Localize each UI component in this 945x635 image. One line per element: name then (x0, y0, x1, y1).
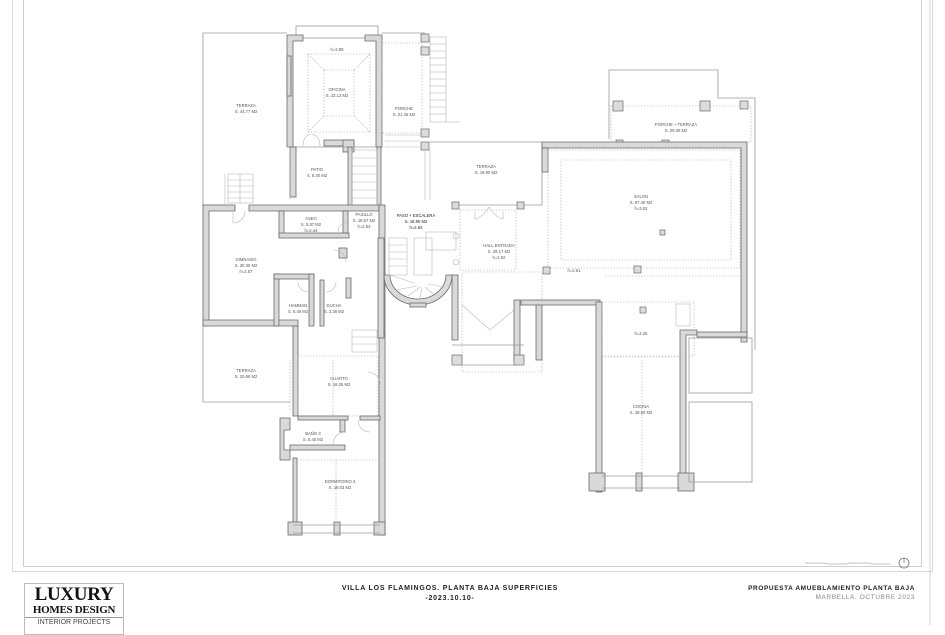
title-block-right: PROPUESTA AMUEBLAMIENTO PLANTA BAJA MARB… (665, 584, 915, 602)
svg-text:S. 39.50 M2: S. 39.50 M2 (630, 410, 653, 415)
svg-text:h=2.44: h=2.44 (305, 228, 319, 233)
room-labels: TERRAZA S. 44.77 M2 h=2.98 OFICINA S. 23… (235, 47, 698, 490)
drawing-frame-inner (23, 0, 922, 567)
svg-text:CUARTO: CUARTO (330, 376, 348, 381)
svg-text:S. 29.17 M2: S. 29.17 M2 (488, 249, 511, 254)
sheet-title: PROPUESTA AMUEBLAMIENTO PLANTA BAJA (748, 585, 915, 592)
title-block-center: VILLA LOS FLAMINGOS. PLANTA BAJA SUPERFI… (300, 584, 600, 604)
svg-text:S. 21.45 M2: S. 21.45 M2 (393, 112, 416, 117)
cocina-area (588, 301, 753, 493)
location-date: MARBELLA. OCTUBRE 2023 (815, 594, 915, 601)
svg-text:DORMITORIO 3: DORMITORIO 3 (325, 479, 356, 484)
terraza-west-outline (202, 32, 287, 206)
svg-text:S. 44.77 M2: S. 44.77 M2 (235, 109, 258, 114)
svg-text:S. 23.13 M2: S. 23.13 M2 (326, 93, 349, 98)
svg-text:S. 18.03 M2: S. 18.03 M2 (329, 485, 352, 490)
drawing-frame-outer (12, 0, 933, 572)
svg-text:S. 97.40 M2: S. 97.40 M2 (630, 200, 653, 205)
svg-text:S. 18.90 M2: S. 18.90 M2 (405, 219, 428, 224)
svg-text:h=2.92: h=2.92 (493, 255, 507, 260)
svg-text:TERRAZA: TERRAZA (476, 164, 496, 169)
svg-text:S. 16.35 M2: S. 16.35 M2 (328, 382, 351, 387)
svg-text:h=2.98: h=2.98 (331, 47, 345, 52)
logo-line-3: INTERIOR PROJECTS (25, 617, 123, 627)
terraza-hall (430, 141, 543, 373)
svg-text:HAMMAN: HAMMAN (289, 303, 308, 308)
svg-text:BAÑO 3: BAÑO 3 (305, 431, 321, 436)
salon-area (520, 69, 756, 350)
bedroom-wing (279, 355, 386, 536)
svg-text:S. 29.30 M2: S. 29.30 M2 (665, 128, 688, 133)
porche-north (381, 32, 460, 151)
svg-text:S. 5.40 M2: S. 5.40 M2 (303, 437, 324, 442)
svg-text:TERRAZA: TERRAZA (236, 103, 256, 108)
drawing-date: -2023.10.10- (425, 595, 475, 602)
logo-line-2: HOMES DESIGN (32, 604, 116, 616)
svg-text:h=2.25: h=2.25 (635, 331, 649, 336)
svg-text:TERRAZA: TERRAZA (236, 368, 256, 373)
doors-west (232, 210, 381, 385)
svg-text:S. 8.40 M2: S. 8.40 M2 (307, 173, 328, 178)
company-logo: LUXURY HOMES DESIGN INTERIOR PROJECTS (24, 583, 124, 635)
svg-text:HALL ENTRADA: HALL ENTRADA (483, 243, 515, 248)
svg-text:PORCHE + TERRAZA: PORCHE + TERRAZA (655, 122, 697, 127)
svg-text:PORCHE: PORCHE (395, 106, 413, 111)
spiral-staircase (377, 231, 460, 341)
svg-text:h=2.57: h=2.57 (240, 269, 254, 274)
svg-text:COCINA: COCINA (633, 404, 649, 409)
svg-text:DUCHA: DUCHA (327, 303, 342, 308)
svg-text:h=2.51: h=2.51 (568, 268, 582, 273)
svg-text:S. 2.28 M2: S. 2.28 M2 (324, 309, 345, 314)
svg-text:GIMNASIO: GIMNASIO (236, 257, 258, 262)
svg-text:OFICINA: OFICINA (329, 87, 346, 92)
svg-text:S. 20.66 M2: S. 20.66 M2 (235, 374, 258, 379)
logo-line-1: LUXURY (34, 584, 114, 605)
svg-text:ASEO: ASEO (305, 216, 317, 221)
svg-text:h=2.53: h=2.53 (358, 224, 372, 229)
svg-text:S. 30.30 M2: S. 30.30 M2 (235, 263, 258, 268)
svg-text:h=3.02: h=3.02 (635, 206, 649, 211)
svg-text:PASILLO: PASILLO (355, 212, 373, 217)
svg-text:S. 18.57 M2: S. 18.57 M2 (353, 218, 376, 223)
svg-text:S. 5.40 M2: S. 5.40 M2 (288, 309, 309, 314)
svg-text:h=2.92: h=2.92 (410, 225, 424, 230)
oficina-block (286, 25, 383, 153)
svg-text:SALON: SALON (634, 194, 648, 199)
svg-text:PASO + ESCALERA: PASO + ESCALERA (397, 213, 436, 218)
terraza-sw (202, 326, 378, 410)
svg-text:S. 19.90 M2: S. 19.90 M2 (475, 170, 498, 175)
scale-bar (805, 562, 890, 565)
north-arrow-icon (898, 557, 910, 569)
project-title: VILLA LOS FLAMINGOS. PLANTA BAJA SUPERFI… (341, 585, 559, 592)
svg-text:PATIO: PATIO (311, 167, 324, 172)
svg-text:S. 5.87 M2: S. 5.87 M2 (301, 222, 322, 227)
